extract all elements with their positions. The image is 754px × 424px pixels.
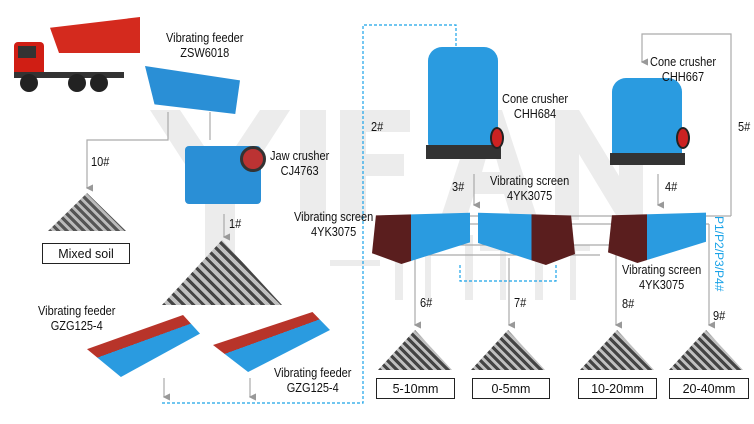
cone-2-name: Cone crusher — [650, 55, 717, 69]
flow-7-label: 7# — [514, 296, 527, 310]
cone-crusher-chh684-wheel — [490, 127, 504, 149]
jaw-name: Jaw crusher — [270, 149, 330, 163]
screen-mid-model: 4YK3075 — [507, 189, 553, 203]
screen-mid-name: Vibrating screen — [490, 174, 570, 188]
flow-screen-return — [459, 265, 557, 282]
flow-9-label: 9# — [713, 309, 726, 323]
product-0-5mm: 0-5mm — [472, 378, 550, 399]
return-flow-label: P1/P2/P3/P4# — [712, 216, 726, 292]
cone-crusher-chh667-wheel — [676, 127, 690, 149]
cone-crusher-chh684-base — [426, 145, 501, 159]
product-5-10mm: 5-10mm — [376, 378, 455, 399]
jaw-model: CJ4763 — [280, 164, 319, 178]
dump-truck-image — [10, 12, 140, 94]
flow-3-label: 3# — [452, 180, 465, 194]
flow-8-label: 8# — [622, 297, 635, 311]
cone-2-model: CHH667 — [661, 70, 705, 84]
flow-10 — [85, 112, 169, 192]
feeder-gzg-left-model: GZG125-4 — [50, 319, 103, 333]
jaw-flywheel — [240, 146, 266, 172]
flow-5-label: 5# — [738, 120, 751, 134]
product-20-40mm: 20-40mm — [669, 378, 749, 399]
flow-5 — [640, 33, 732, 216]
flow-10-label: 10# — [91, 155, 110, 169]
product-10-20mm: 10-20mm — [578, 378, 657, 399]
feeder-gzg-right-name: Vibrating feeder — [274, 366, 352, 380]
cone-1-model: CHH684 — [513, 107, 557, 121]
feeder-zsw-model: ZSW6018 — [180, 46, 230, 60]
screen-left-name: Vibrating screen — [294, 210, 374, 224]
screen-right-name: Vibrating screen — [622, 263, 702, 277]
cone-1-name: Cone crusher — [502, 92, 569, 106]
flow-2 — [162, 24, 462, 404]
mixed-soil-label: Mixed soil — [42, 243, 130, 264]
cone-crusher-chh667-image — [612, 78, 682, 158]
cone-crusher-chh684-image — [428, 47, 498, 147]
flow-6-label: 6# — [420, 296, 433, 310]
screen-left-model: 4YK3075 — [311, 225, 357, 239]
feeder-gzg-left-name: Vibrating feeder — [38, 304, 116, 318]
feeder-gzg-right-model: GZG125-4 — [286, 381, 339, 395]
feeder-zsw-name: Vibrating feeder — [166, 31, 244, 45]
screen-right-model: 4YK3075 — [639, 278, 685, 292]
flow-1-label: 1# — [229, 217, 242, 231]
flow-4-label: 4# — [665, 180, 678, 194]
flow-2-label: 2# — [371, 120, 384, 134]
cone-crusher-chh667-base — [610, 153, 685, 165]
